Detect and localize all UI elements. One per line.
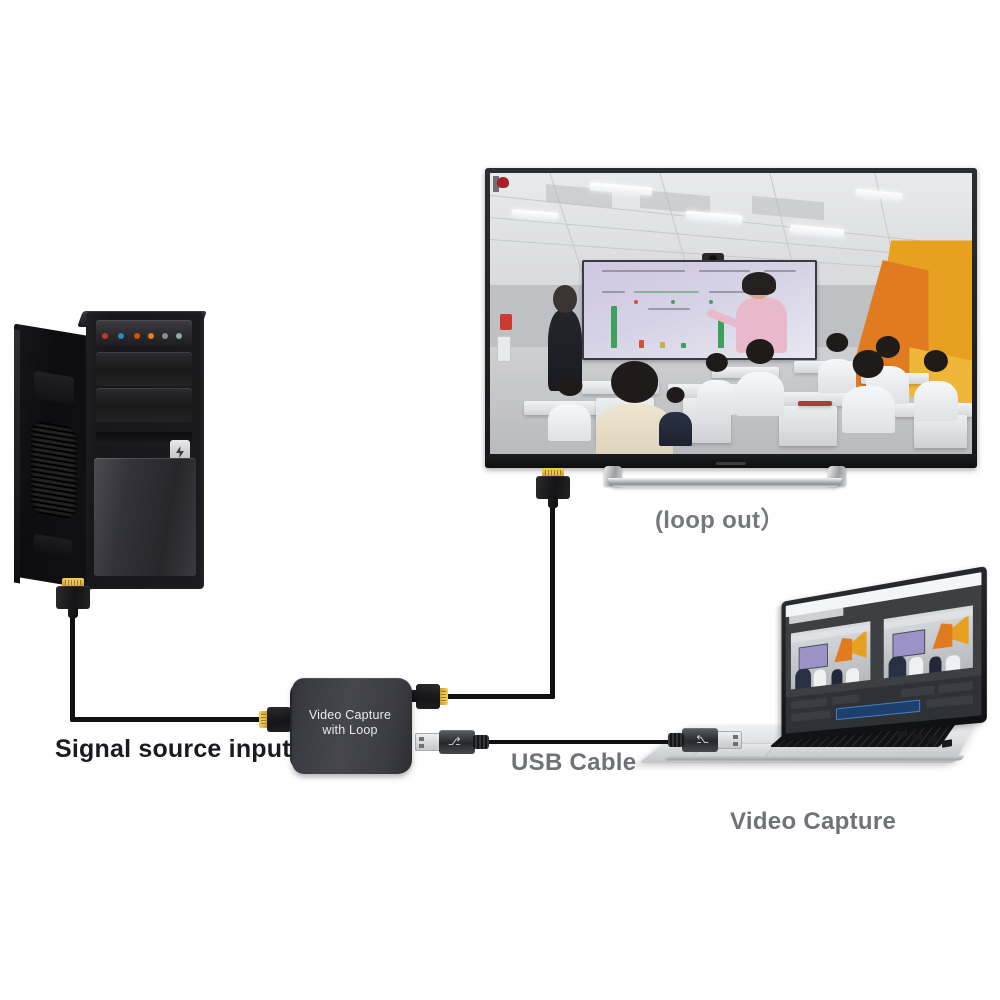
usb-connector-laptop[interactable]: ⎇ bbox=[668, 728, 742, 752]
label-loop-out: (loop out） bbox=[655, 507, 785, 534]
television bbox=[485, 168, 977, 468]
device-label: Video Capture with Loop bbox=[292, 708, 408, 738]
usb-trident-icon: ⎇ bbox=[696, 734, 709, 746]
tv-chin bbox=[485, 454, 977, 468]
pc-drive-bay-1 bbox=[96, 352, 192, 386]
label-video-capture: Video Capture bbox=[730, 808, 897, 835]
hdmi-gold-contacts bbox=[542, 468, 564, 477]
tv-screen bbox=[490, 173, 972, 454]
hdmi-gold-contacts bbox=[259, 711, 268, 728]
laptop bbox=[638, 565, 987, 800]
scene-student bbox=[547, 375, 592, 441]
scene-wall-panel bbox=[497, 335, 512, 362]
usb-metal-tip bbox=[716, 731, 742, 749]
ceiling-light bbox=[511, 209, 559, 220]
scene-student bbox=[735, 338, 784, 417]
scene-red-marker bbox=[497, 177, 510, 189]
scene-fire-alarm bbox=[499, 313, 512, 330]
pc-power-led bbox=[102, 333, 108, 339]
scene-desk bbox=[779, 406, 838, 446]
hdmi-strain-relief bbox=[68, 607, 78, 618]
laptop-preview-right bbox=[883, 605, 973, 679]
laptop-preview-left bbox=[790, 620, 871, 690]
label-signal-source-input: Signal source input bbox=[55, 735, 291, 763]
usb-trident-icon: ⎇ bbox=[448, 736, 461, 748]
device-label-line1: Video Capture bbox=[308, 708, 392, 722]
usb-strain-relief bbox=[473, 735, 489, 749]
hdmi-connector-tv-in[interactable] bbox=[536, 468, 570, 508]
video-capture-device: Video Capture with Loop bbox=[290, 678, 412, 774]
pc-audio-jack-2 bbox=[176, 333, 182, 339]
scene-teacher bbox=[547, 285, 582, 392]
laptop-screen bbox=[785, 572, 982, 734]
hdmi-strain-relief bbox=[548, 497, 558, 508]
hdmi-shell bbox=[56, 586, 90, 609]
pc-audio-jack-1 bbox=[162, 333, 168, 339]
scene-corner-fixture bbox=[492, 175, 499, 192]
pc-front-slot bbox=[96, 432, 192, 446]
cable-hdmi-loop-vertical bbox=[550, 505, 555, 699]
pc-side-vent-mesh bbox=[31, 420, 77, 520]
laptop-lid bbox=[781, 565, 987, 741]
pc-front-panel bbox=[86, 312, 204, 589]
cable-hdmi-loop-horizontal bbox=[442, 694, 555, 699]
scene-student bbox=[697, 352, 736, 416]
ceiling-light bbox=[685, 210, 743, 224]
usb-connector-device[interactable]: ⎇ bbox=[415, 730, 489, 754]
hdmi-shell bbox=[536, 476, 570, 499]
pc-tower bbox=[14, 311, 207, 597]
device-body bbox=[292, 678, 412, 774]
ceiling-light bbox=[789, 224, 845, 238]
tv-stand-bar bbox=[608, 478, 842, 487]
cable-hdmi-input-vertical bbox=[70, 612, 75, 722]
pc-led-strip bbox=[96, 320, 192, 346]
pc-drive-bay-2 bbox=[96, 388, 192, 422]
label-usb-cable: USB Cable bbox=[511, 749, 637, 776]
hdmi-gold-contacts bbox=[62, 578, 84, 587]
usb-strain-relief bbox=[668, 733, 684, 747]
hdmi-connector-pc-out[interactable] bbox=[56, 578, 90, 618]
scene-student bbox=[841, 350, 895, 434]
usb-metal-tip bbox=[415, 733, 441, 751]
cable-usb bbox=[455, 740, 695, 744]
scene-desk-item bbox=[798, 400, 833, 407]
device-label-line2: with Loop bbox=[322, 723, 378, 737]
scene-student bbox=[817, 333, 857, 393]
usb-shell bbox=[439, 730, 475, 754]
pc-lower-panel bbox=[94, 458, 196, 576]
pc-activity-led bbox=[118, 333, 124, 339]
scene-student bbox=[658, 386, 693, 447]
tv-stand bbox=[600, 466, 850, 492]
pc-side-edge bbox=[14, 329, 20, 584]
hdmi-shell bbox=[267, 707, 291, 732]
hdmi-shell bbox=[416, 684, 440, 709]
pc-usb-port-1 bbox=[134, 333, 140, 339]
cable-hdmi-input-horizontal bbox=[70, 717, 266, 722]
scene-desk bbox=[711, 366, 780, 379]
scene-student bbox=[914, 350, 958, 422]
pc-usb-port-2 bbox=[148, 333, 154, 339]
hdmi-gold-contacts bbox=[439, 688, 448, 705]
